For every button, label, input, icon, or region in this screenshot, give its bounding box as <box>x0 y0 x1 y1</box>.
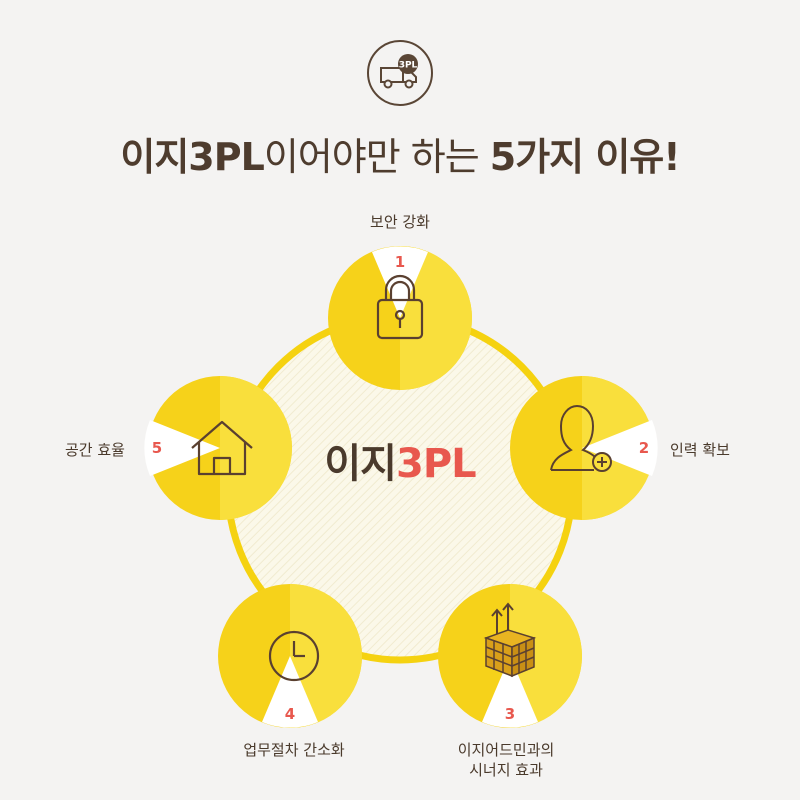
reason-label-process: 업무절차 간소화 <box>243 741 345 759</box>
reason-label-security: 보안 강화 <box>370 213 430 231</box>
padlock-icon <box>376 274 424 340</box>
reason-label-synergy-line1: 이지어드민과의 <box>457 741 555 759</box>
center-brand: 이지3PL <box>324 431 477 489</box>
reason-number-4: 4 <box>284 705 296 723</box>
title-reasons: 5가지 이유! <box>489 135 681 179</box>
person-add-icon <box>550 404 612 472</box>
house-icon <box>191 420 253 476</box>
title-middle: 이어야만 하는 <box>263 135 490 179</box>
center-brand-accent: 3PL <box>395 441 477 487</box>
center-brand-text: 이지 <box>324 441 397 487</box>
badge-text: 3PL <box>399 61 418 71</box>
reason-circle-2 <box>510 376 658 520</box>
reason-number-1: 1 <box>394 253 406 271</box>
reason-label-space: 공간 효율 <box>65 441 125 459</box>
title-brand: 이지3PL <box>120 135 264 179</box>
page-title: 이지3PL이어야만 하는 5가지 이유! <box>0 126 800 181</box>
reason-number-2: 2 <box>638 439 650 457</box>
truck-3pl-icon: 3PL <box>367 40 433 106</box>
reason-number-3: 3 <box>504 705 516 723</box>
reason-number-5: 5 <box>151 439 163 457</box>
reason-circle-5 <box>144 376 292 520</box>
clock-icon <box>268 630 320 682</box>
reason-label-synergy: 이지어드민과의 시너지 효과 <box>458 740 555 780</box>
cube-stack-icon <box>483 602 537 678</box>
reason-label-staffing: 인력 확보 <box>670 441 730 459</box>
reason-label-synergy-line2: 시너지 효과 <box>469 761 543 779</box>
